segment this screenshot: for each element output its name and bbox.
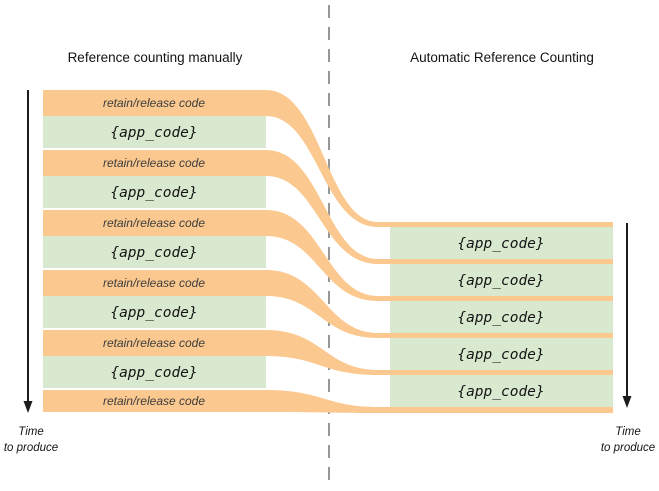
app-code-label: {app_code} [110,125,197,141]
arc-app-code-bars [390,227,613,407]
left-time-arrowhead-icon [23,401,33,413]
retain-release-label: retain/release code [103,96,205,110]
app-code-bar [390,301,613,333]
manual-app-code-bars [43,116,266,388]
retain-release-label: retain/release code [103,216,205,230]
app-code-bar [43,356,266,388]
left-time-label-line2: to produce [4,442,58,454]
retain-release-label: retain/release code [103,336,205,350]
app-code-bar [43,176,266,208]
right-time-arrowhead-icon [622,396,632,408]
retain-release-bands [43,90,613,413]
retain-release-band-6 [43,390,613,413]
right-time-label-line1: Time [615,426,640,438]
app-code-label: {app_code} [457,273,544,289]
arc-bar-labels: {app_code} {app_code} {app_code} {app_co… [457,236,544,400]
manual-bar-labels: retain/release code {app_code} retain/re… [103,96,205,408]
app-code-bar [43,236,266,268]
retain-release-band-2 [43,150,613,264]
right-time-axis: Time to produce [601,223,655,454]
retain-release-label: retain/release code [103,276,205,290]
retain-release-band-5 [43,330,613,375]
retain-release-label: retain/release code [103,156,205,170]
app-code-label: {app_code} [110,185,197,201]
left-time-label-line1: Time [18,426,43,438]
left-column-title: Reference counting manually [68,50,243,65]
app-code-bar [390,375,613,407]
app-code-bar [390,227,613,259]
app-code-bar [390,338,613,370]
app-code-label: {app_code} [110,365,197,381]
app-code-bar [43,296,266,328]
app-code-label: {app_code} [457,347,544,363]
right-time-label-line2: to produce [601,442,655,454]
app-code-label: {app_code} [457,384,544,400]
right-column-title: Automatic Reference Counting [410,50,594,65]
left-time-axis: Time to produce [4,90,58,454]
retain-release-label: retain/release code [103,394,205,408]
app-code-label: {app_code} [457,236,544,252]
app-code-bar [390,264,613,296]
retain-release-band-4 [43,270,613,338]
app-code-bar [43,116,266,148]
app-code-label: {app_code} [110,245,197,261]
app-code-label: {app_code} [457,310,544,326]
retain-release-band-1 [43,90,613,227]
retain-release-band-3 [43,210,613,301]
app-code-label: {app_code} [110,305,197,321]
